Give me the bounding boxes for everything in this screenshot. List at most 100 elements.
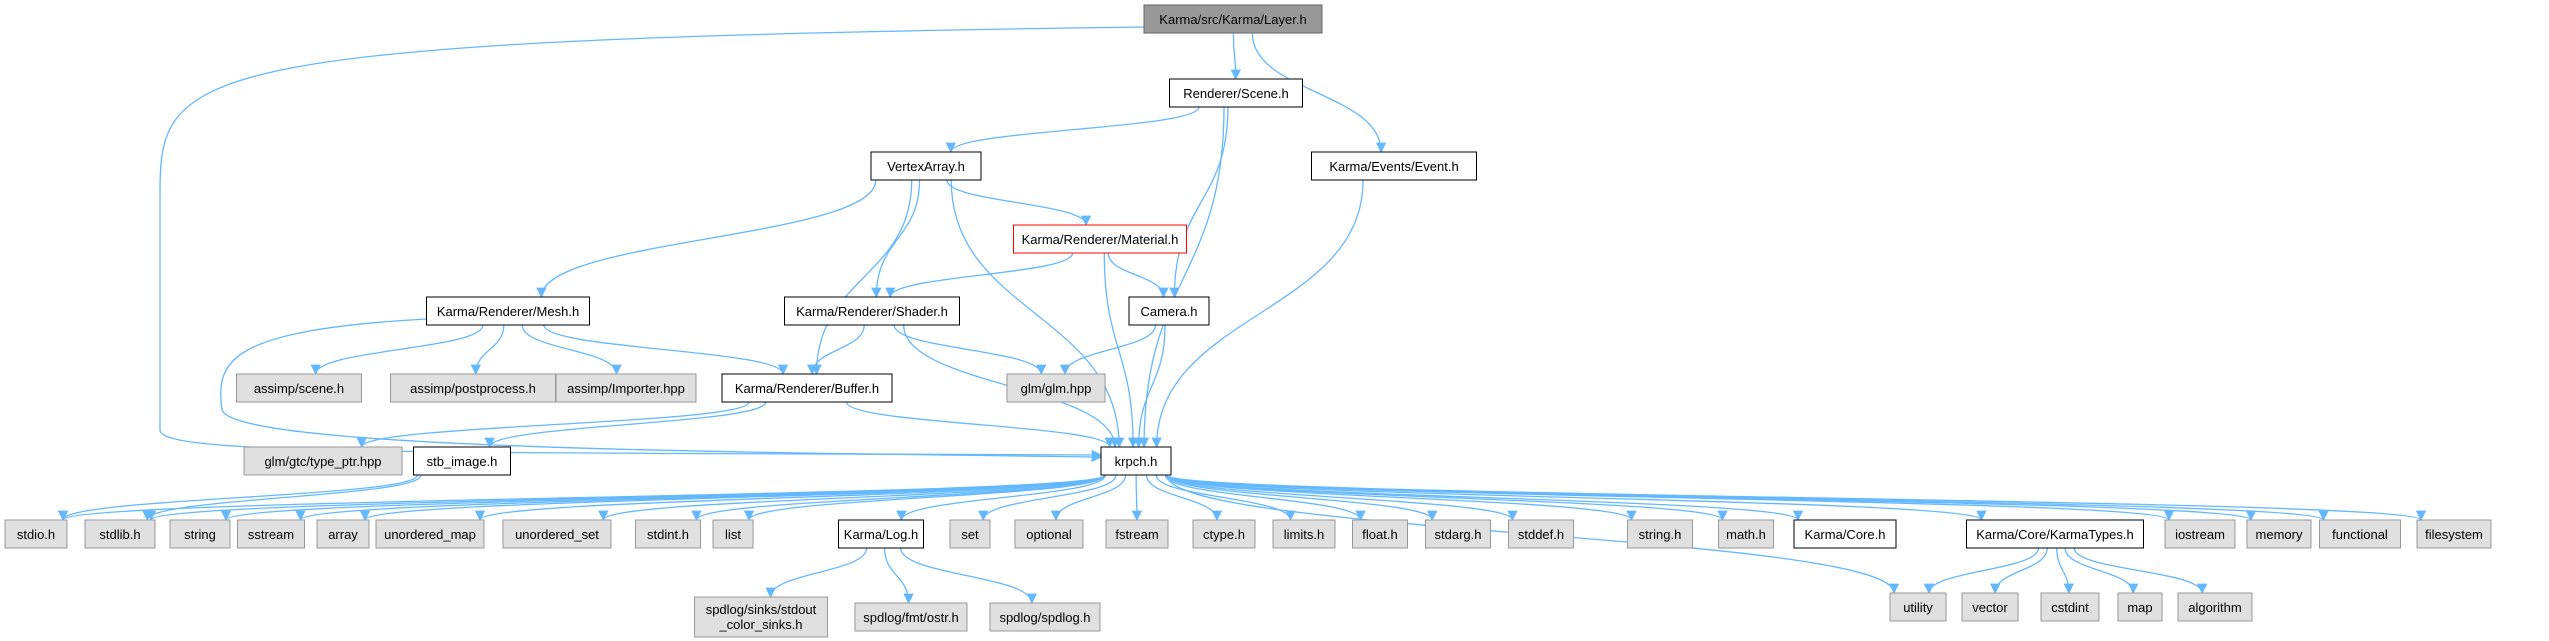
edge-vertexarray-to-buffer <box>811 179 913 376</box>
node-spdlog[interactable]: spdlog/spdlog.h <box>989 602 1101 632</box>
node-label: stddef.h <box>1518 527 1564 542</box>
node-box <box>1961 592 2019 622</box>
node-label: Karma/Renderer/Buffer.h <box>735 381 879 396</box>
node-mesh[interactable]: Karma/Renderer/Mesh.h <box>426 296 590 326</box>
node-log[interactable]: Karma/Log.h <box>838 519 924 549</box>
node-box <box>1100 446 1172 476</box>
node-assimp-post[interactable]: assimp/postprocess.h <box>390 373 556 403</box>
edge-krpch-to-array <box>360 474 1106 522</box>
node-label: Camera.h <box>1140 304 1197 319</box>
node-vector[interactable]: vector <box>1961 592 2019 622</box>
edge-krpch-to-unordered-set <box>598 474 1106 522</box>
edge-krpch-to-unordered-map <box>475 474 1106 522</box>
node-material[interactable]: Karma/Renderer/Material.h <box>1013 224 1187 254</box>
node-utility[interactable]: utility <box>1889 592 1947 622</box>
node-unordered-set[interactable]: unordered_set <box>502 519 612 549</box>
node-string[interactable]: string <box>169 519 231 549</box>
edge-log-to-spdlog <box>900 547 1038 605</box>
node-label: array <box>328 527 358 542</box>
node-stdlib[interactable]: stdlib.h <box>84 519 156 549</box>
node-label: limits.h <box>1284 527 1324 542</box>
node-event[interactable]: Karma/Events/Event.h <box>1311 151 1477 181</box>
node-fstream[interactable]: fstream <box>1105 519 1169 549</box>
edge-karmatypes-to-map <box>2064 547 2139 595</box>
node-label: utility <box>1903 600 1933 615</box>
edge-krpch-to-stdio <box>58 474 1106 522</box>
node-box <box>2177 592 2253 622</box>
node-limits[interactable]: limits.h <box>1272 519 1336 549</box>
edge-layer-to-krpch <box>159 26 1145 461</box>
node-box <box>2416 519 2492 549</box>
edge-material-to-krpch <box>1103 252 1139 449</box>
node-stdio[interactable]: stdio.h <box>4 519 68 549</box>
node-label: Karma/Renderer/Mesh.h <box>437 304 579 319</box>
edge-krpch-to-set <box>978 474 1117 522</box>
node-karmatypes[interactable]: Karma/Core/KarmaTypes.h <box>1966 519 2144 549</box>
node-label: stb_image.h <box>427 454 498 469</box>
node-float[interactable]: float.h <box>1352 519 1408 549</box>
node-stdarg[interactable]: stdarg.h <box>1425 519 1491 549</box>
node-label: memory <box>2256 527 2303 542</box>
node-shader[interactable]: Karma/Renderer/Shader.h <box>784 296 960 326</box>
node-math[interactable]: math.h <box>1718 519 1774 549</box>
node-list[interactable]: list <box>712 519 754 549</box>
node-string-h[interactable]: string.h <box>1627 519 1693 549</box>
edge-krpch-to-log <box>896 474 1107 522</box>
node-memory[interactable]: memory <box>2246 519 2312 549</box>
node-box <box>243 446 403 476</box>
node-glm[interactable]: glm/glm.hpp <box>1006 373 1106 403</box>
node-sstream[interactable]: sstream <box>237 519 305 549</box>
node-box <box>989 602 1101 632</box>
edge-krpch-to-stdint <box>691 474 1106 522</box>
edge-shader-to-glm <box>893 324 1047 376</box>
node-label: cstdint <box>2051 600 2089 615</box>
node-stb-image[interactable]: stb_image.h <box>413 446 511 476</box>
node-label: iostream <box>2175 527 2225 542</box>
node-glm-typeptr[interactable]: glm/gtc/type_ptr.hpp <box>243 446 403 476</box>
node-box <box>1143 4 1323 34</box>
node-map[interactable]: map <box>2117 592 2163 622</box>
edge-krpch-to-sstream <box>295 474 1106 522</box>
node-optional[interactable]: optional <box>1014 519 1084 549</box>
node-algorithm[interactable]: algorithm <box>2177 592 2253 622</box>
node-cstdint[interactable]: cstdint <box>2040 592 2100 622</box>
node-layer[interactable]: Karma/src/Karma/Layer.h <box>1143 4 1323 34</box>
node-assimp-scene[interactable]: assimp/scene.h <box>236 373 362 403</box>
edge-krpch-to-optional <box>1050 474 1127 522</box>
node-stdint[interactable]: stdint.h <box>635 519 701 549</box>
node-label: glm/glm.hpp <box>1021 381 1092 396</box>
node-label: unordered_map <box>384 527 476 542</box>
node-spdlog-sinks[interactable]: spdlog/sinks/stdout_color_sinks.h <box>694 596 828 638</box>
node-buffer[interactable]: Karma/Renderer/Buffer.h <box>721 373 893 403</box>
node-set[interactable]: set <box>949 519 991 549</box>
node-vertexarray[interactable]: VertexArray.h <box>870 151 982 181</box>
node-spdlog-ostr[interactable]: spdlog/fmt/ostr.h <box>854 602 968 632</box>
node-box <box>502 519 612 549</box>
node-box <box>635 519 701 549</box>
edge-buffer-to-krpch <box>845 401 1115 449</box>
node-ctype[interactable]: ctype.h <box>1192 519 1256 549</box>
node-krpch[interactable]: krpch.h <box>1100 446 1172 476</box>
node-array[interactable]: array <box>316 519 370 549</box>
node-label: _color_sinks.h <box>718 617 802 632</box>
node-box <box>1272 519 1336 549</box>
node-scene[interactable]: Renderer/Scene.h <box>1169 78 1303 108</box>
node-functional[interactable]: functional <box>2319 519 2401 549</box>
node-box <box>1889 592 1947 622</box>
edge-log-to-spdlog-ostr <box>883 547 914 605</box>
node-core[interactable]: Karma/Core.h <box>1793 519 1897 549</box>
edge-krpch-to-math <box>1166 474 1728 522</box>
edge-log-to-spdlog-sinks <box>765 547 868 599</box>
node-camera[interactable]: Camera.h <box>1128 296 1210 326</box>
node-unordered-map[interactable]: unordered_map <box>375 519 485 549</box>
node-box <box>1311 151 1477 181</box>
node-filesystem[interactable]: filesystem <box>2416 519 2492 549</box>
node-assimp-importer[interactable]: assimp/Importer.hpp <box>555 373 697 403</box>
edge-karmatypes-to-cstdint <box>2056 547 2074 595</box>
node-label: stdlib.h <box>99 527 140 542</box>
node-iostream[interactable]: iostream <box>2164 519 2236 549</box>
node-box <box>2164 519 2236 549</box>
node-stddef[interactable]: stddef.h <box>1508 519 1574 549</box>
edge-karmatypes-to-utility <box>1923 547 2040 595</box>
